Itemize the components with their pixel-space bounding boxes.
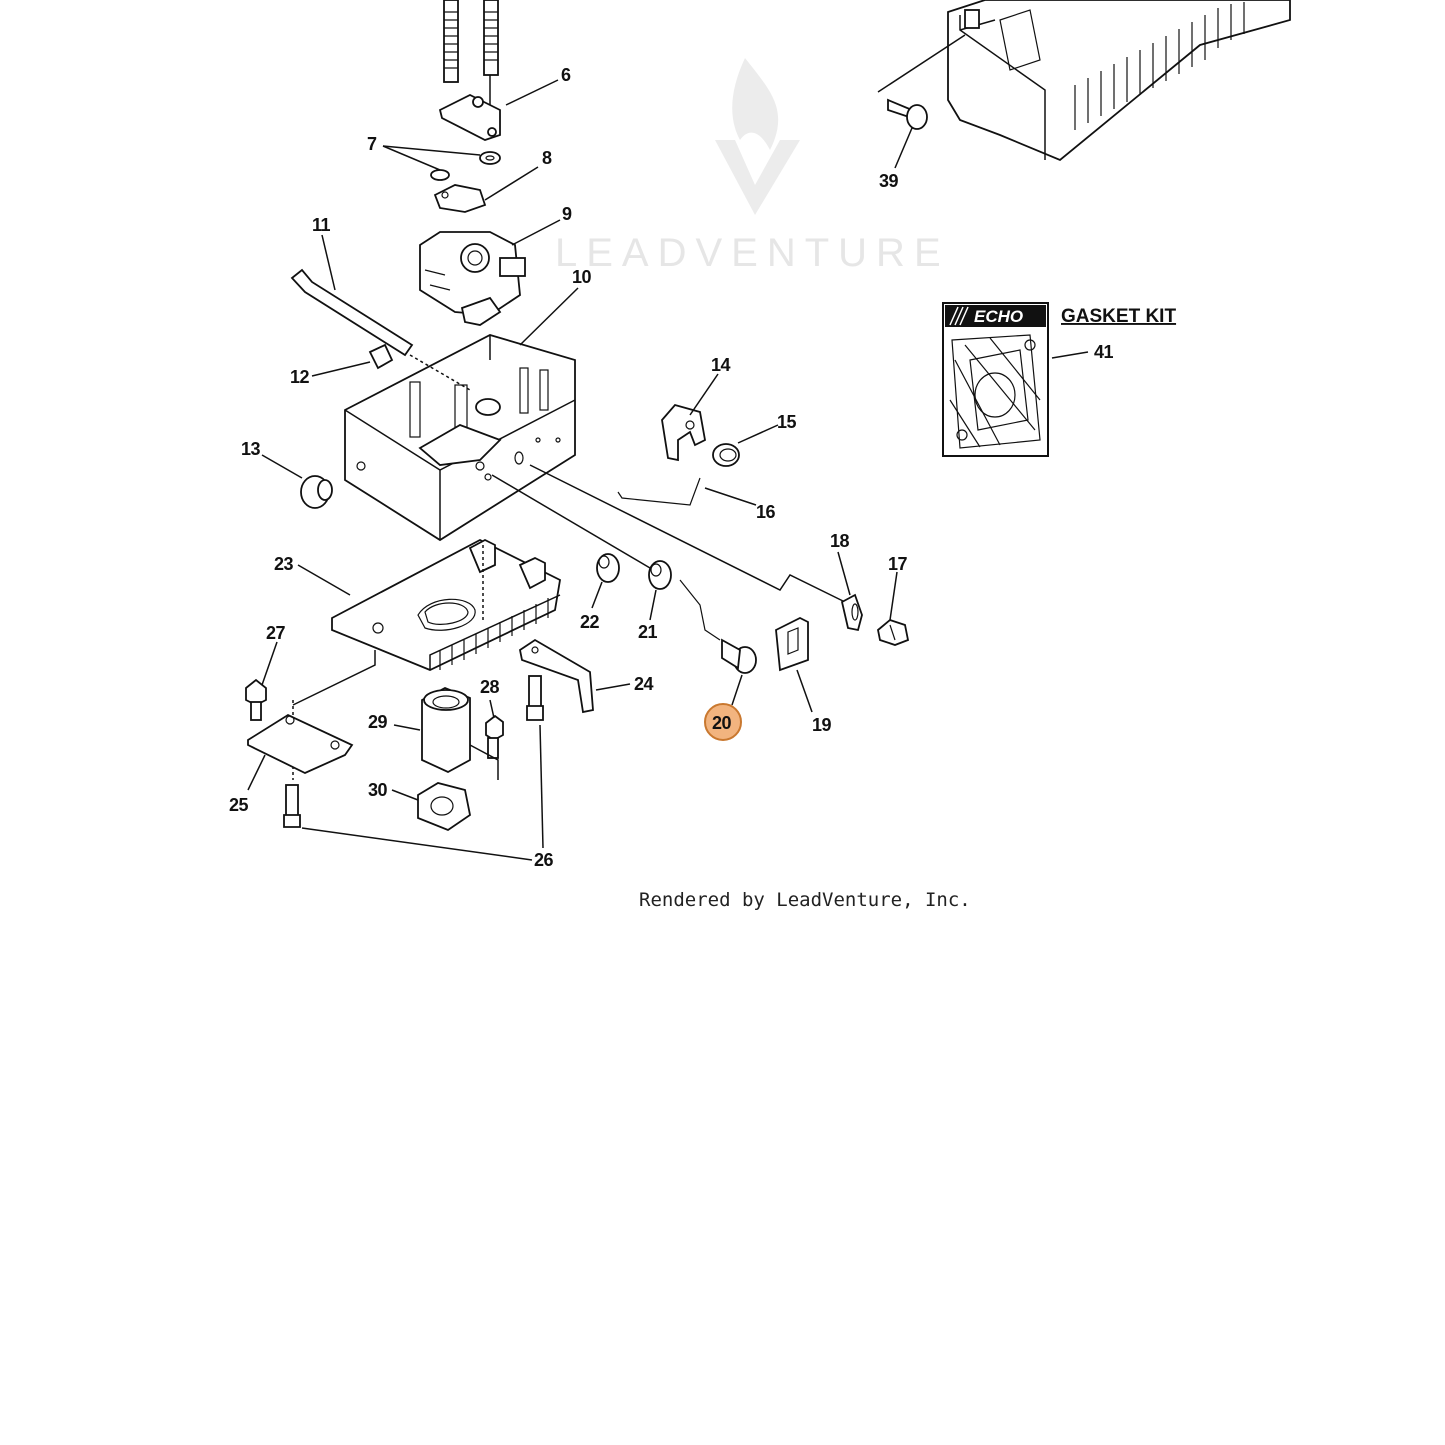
part-label-28[interactable]: 28 — [480, 677, 500, 697]
part-label-30[interactable]: 30 — [368, 780, 388, 800]
part-knob-20 — [679, 579, 757, 674]
part-bracket-25 — [247, 713, 354, 774]
rod-line-21 — [491, 474, 651, 569]
part-label-15[interactable]: 15 — [777, 412, 797, 432]
part-grommet-13 — [300, 475, 333, 509]
part-bushing-22 — [596, 553, 620, 583]
part-bolt-27 — [245, 678, 267, 721]
part-label-10[interactable]: 10 — [572, 267, 592, 287]
part-bolt-26-left — [283, 784, 301, 828]
part-label-24[interactable]: 24 — [634, 674, 654, 694]
part-plate-6 — [438, 93, 501, 141]
highlight-marker-20 — [704, 703, 742, 741]
part-clip-12 — [368, 343, 394, 370]
part-label-11[interactable]: 11 — [312, 215, 331, 235]
part-washer-15 — [712, 443, 740, 467]
part-label-26[interactable]: 26 — [534, 850, 554, 870]
part-label-8[interactable]: 8 — [542, 148, 553, 168]
part-plate-19 — [775, 616, 809, 672]
part-label-27[interactable]: 27 — [266, 623, 286, 643]
part-bolt-26-right — [526, 675, 544, 721]
part-wire-16 — [617, 477, 701, 506]
echo-logo: ECHO — [974, 307, 1023, 326]
watermark: LEADVENTURE — [555, 58, 950, 275]
leadventure-flame-icon — [715, 58, 800, 215]
part-muffler-cover — [947, 0, 1291, 162]
part-lever-14 — [661, 403, 707, 462]
part-label-39[interactable]: 39 — [879, 171, 899, 191]
part-label-21[interactable]: 21 — [638, 622, 658, 642]
part-label-13[interactable]: 13 — [241, 439, 261, 459]
part-bracket-24 — [518, 638, 594, 714]
part-label-17[interactable]: 17 — [888, 554, 908, 574]
part-label-7[interactable]: 7 — [367, 134, 378, 154]
part-intake-29 — [421, 687, 499, 780]
part-base-plate-23 — [331, 538, 561, 671]
part-label-25[interactable]: 25 — [229, 795, 249, 815]
part-label-6[interactable]: 6 — [561, 65, 572, 85]
render-credit: Rendered by LeadVenture, Inc. — [639, 889, 971, 911]
leader-39-cover — [877, 34, 966, 93]
part-label-41[interactable]: 41 — [1094, 342, 1114, 362]
part-clamp-17 — [877, 618, 910, 646]
part-label-9[interactable]: 9 — [562, 204, 573, 224]
cable-line — [529, 464, 846, 603]
part-carburetor-9 — [419, 231, 526, 326]
part-label-18[interactable]: 18 — [830, 531, 850, 551]
watermark-brand: LEADVENTURE — [555, 231, 950, 275]
part-labels: 6 7 8 9 10 11 12 13 14 15 16 17 18 19 20… — [229, 65, 908, 870]
part-gasket-30 — [417, 782, 471, 832]
part-air-box-10 — [344, 334, 576, 542]
gasket-kit-title: GASKET KIT — [1061, 306, 1176, 327]
part-bolt-39 — [887, 98, 928, 130]
part-washers-7 — [430, 151, 501, 181]
part-label-22[interactable]: 22 — [580, 612, 600, 632]
part-gasket-8 — [433, 184, 487, 213]
part-label-20[interactable]: 20 — [712, 713, 732, 733]
part-bolt-28 — [485, 714, 504, 759]
part-bushing-21 — [648, 560, 672, 590]
part-label-16[interactable]: 16 — [756, 502, 776, 522]
gasket-kit-box: ECHO GASKET KIT 41 — [942, 302, 1176, 457]
part-grommet-18 — [840, 593, 863, 632]
part-rod-11 — [290, 268, 414, 357]
part-label-23[interactable]: 23 — [274, 554, 294, 574]
leader-23-25 — [292, 650, 376, 706]
part-label-19[interactable]: 19 — [812, 715, 832, 735]
part-label-29[interactable]: 29 — [368, 712, 388, 732]
part-label-14[interactable]: 14 — [711, 355, 731, 375]
part-label-12[interactable]: 12 — [290, 367, 310, 387]
leader-lines — [247, 79, 913, 861]
